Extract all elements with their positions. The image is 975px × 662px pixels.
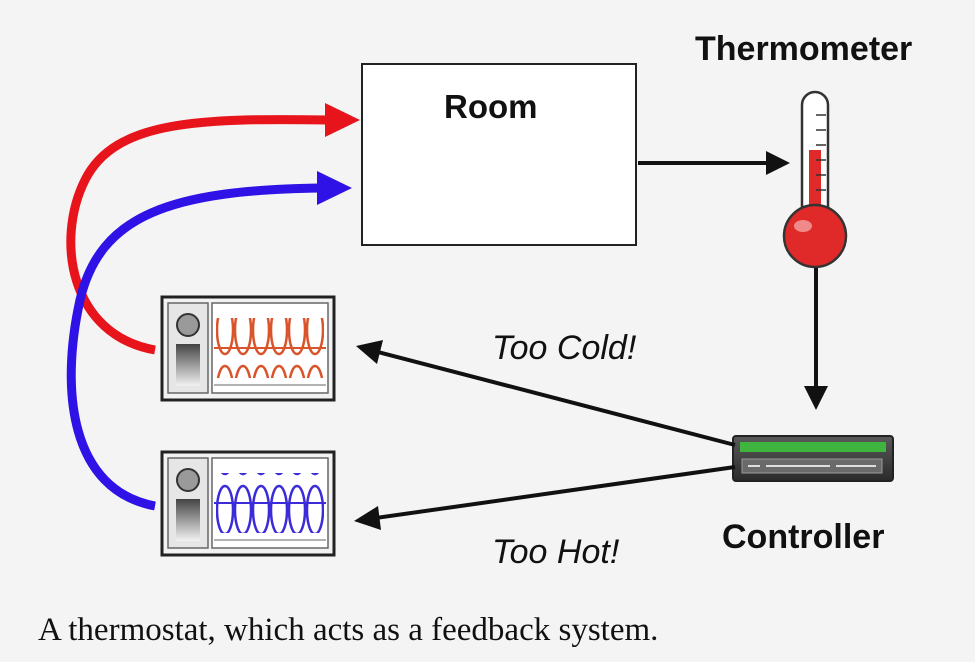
thermometer-label: Thermometer [695,30,913,68]
hot-flow-arrow [66,103,360,355]
room-box [361,63,637,246]
cooler-unit-icon [160,450,336,557]
room-to-thermometer-arrow [638,151,790,175]
controller-device-icon [732,435,894,482]
too-cold-arrow [356,340,736,447]
heater-unit-icon [160,295,336,402]
too-hot-arrow [354,465,736,530]
thermometer-icon [782,90,848,269]
room-label: Room [444,88,538,125]
controller-label: Controller [722,518,885,556]
thermometer-to-controller-arrow [804,268,828,410]
cold-flow-arrow [66,171,352,511]
figure-caption: A thermostat, which acts as a feedback s… [38,612,659,648]
too-cold-label: Too Cold! [492,329,637,367]
too-hot-label: Too Hot! [492,533,620,571]
